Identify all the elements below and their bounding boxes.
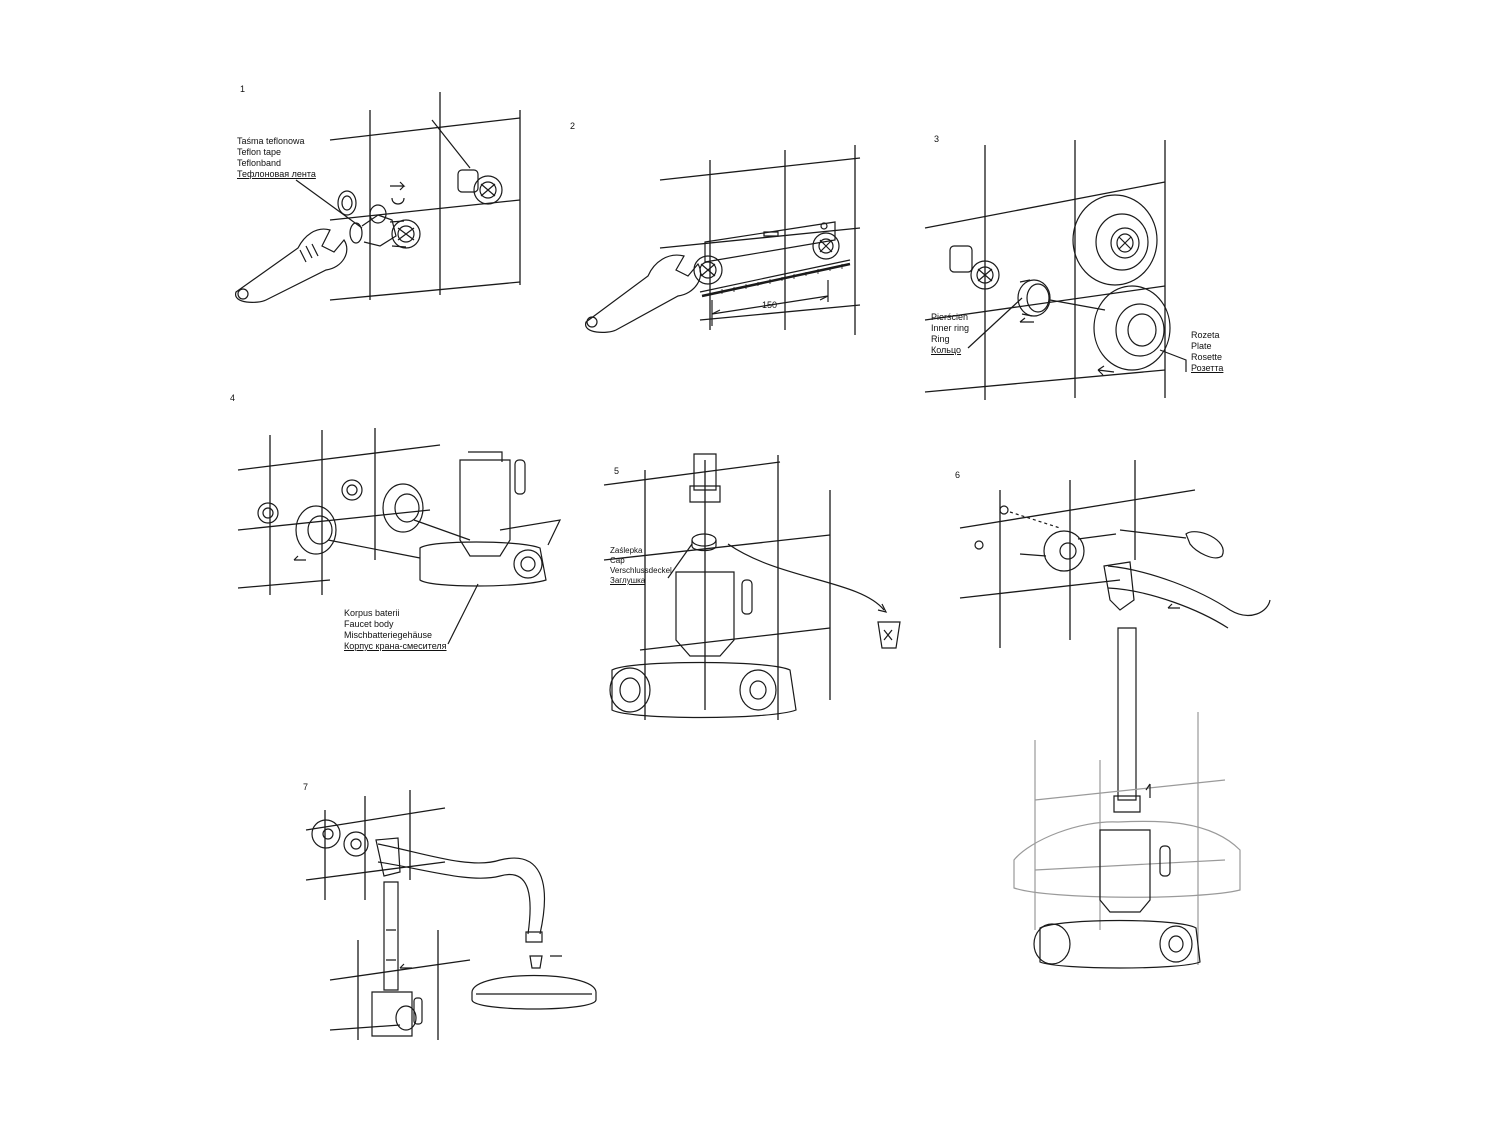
plate-icon-2: [383, 484, 423, 532]
tile-grid: [306, 790, 470, 1040]
flow-line: [728, 544, 884, 610]
label-line: Кольцо: [931, 345, 962, 355]
step-number-1: 1: [240, 84, 246, 94]
step-number-6: 6: [955, 470, 961, 480]
wall-flange-icon: [1044, 531, 1084, 571]
step-number-3: 3: [934, 134, 940, 144]
screwdriver-icon: [1120, 530, 1186, 538]
leader-line-2: [1160, 350, 1186, 372]
eccentric-connector-icon: [370, 205, 386, 223]
step-number-2: 2: [570, 121, 576, 131]
label-line: Verschlussdeckel: [610, 566, 672, 575]
inner-ring-label: Pierścień Inner ring Ring Кольцо: [931, 312, 969, 356]
cap-icon: [692, 534, 716, 546]
faucet-body-icon: [676, 572, 734, 656]
label-line: Pierścień: [931, 312, 969, 322]
step-5-illustration: [604, 454, 900, 720]
leader-line: [968, 298, 1022, 348]
wall-flange-icon: [312, 820, 340, 848]
wrench-icon: [236, 229, 347, 302]
label-line: Plate: [1191, 341, 1212, 351]
step-2-illustration: [586, 145, 860, 335]
label-line: Faucet body: [344, 619, 394, 629]
tile-grid: [960, 460, 1195, 648]
leader-line: [448, 584, 478, 644]
label-line: Rozeta: [1191, 330, 1220, 340]
step-6-illustration: [960, 460, 1270, 968]
faucet-body-label: Korpus baterii Faucet body Mischbatterie…: [344, 608, 447, 652]
label-line: Ring: [931, 334, 950, 344]
label-line: Teflon tape: [237, 147, 282, 157]
label-line: Mischbatteriegehäuse: [344, 630, 433, 640]
tile-grid: [330, 92, 520, 300]
arrow-icon: [1098, 366, 1114, 375]
label-line: Korpus baterii: [344, 608, 400, 618]
pipe-icon: [694, 454, 716, 490]
step-number-7: 7: [303, 782, 309, 792]
inner-ring-icon: [1018, 280, 1050, 316]
faucet-body-icon: [372, 992, 412, 1036]
shower-arm-icon: [378, 844, 544, 934]
label-line: Cap: [610, 556, 625, 565]
leader-line: [296, 180, 362, 228]
shower-arm-icon: [1108, 566, 1270, 615]
riser-pipe-icon: [384, 882, 398, 990]
teflon-tape-label: Taśma teflonowa Teflon tape Teflonband Т…: [237, 136, 316, 180]
wrench-hole: [238, 289, 248, 299]
plate-label: Rozeta Plate Rosette Розетта: [1191, 330, 1223, 374]
cap-label: Zaślepka Cap Verschlussdeckel Заглушка: [610, 546, 672, 586]
riser-pipe-icon: [1118, 628, 1136, 800]
faucet-body-icon: [1100, 830, 1150, 912]
plate-icon: [296, 506, 336, 554]
dimension-line: [712, 280, 828, 326]
label-line: Inner ring: [931, 323, 970, 333]
step-number-5: 5: [614, 466, 620, 476]
label-line: Заглушка: [610, 576, 646, 585]
tile-grid: [925, 140, 1165, 400]
label-line: Розетта: [1191, 363, 1224, 373]
faded-faucet-group: [1014, 712, 1240, 965]
label-line: Тефлоновая лента: [237, 169, 316, 179]
label-line: Zaślepka: [610, 546, 643, 555]
ruler-icon: [700, 260, 850, 292]
teflon-tape-roll-icon: [338, 191, 356, 215]
bin-icon: [878, 622, 900, 648]
tile-grid: [604, 455, 830, 720]
step-1-illustration: [236, 92, 520, 302]
shower-head-icon: [472, 976, 596, 1010]
eccentric-connector-icon-2: [474, 176, 502, 204]
label-line: Teflonband: [237, 158, 282, 168]
plate-icon: [1073, 195, 1157, 285]
spirit-level-icon: [705, 222, 835, 262]
step-number-4: 4: [230, 393, 236, 403]
label-line: Rosette: [1191, 352, 1223, 362]
label-line: Корпус крана-смесителя: [344, 641, 447, 651]
plate-icon-2: [1094, 286, 1170, 370]
faucet-body-icon: [460, 460, 510, 556]
tile-grid: [238, 428, 440, 595]
distance-label: 150: [762, 300, 778, 310]
leader-line: [668, 544, 692, 578]
tile-grid: [660, 145, 860, 335]
step-4-illustration: [238, 428, 560, 644]
step-3-illustration: [925, 140, 1186, 400]
wrench-icon: [586, 255, 701, 332]
rotate-arrow-icon: [390, 182, 404, 190]
label-line: Taśma teflonowa: [237, 136, 305, 146]
step-7-illustration: [306, 790, 596, 1040]
